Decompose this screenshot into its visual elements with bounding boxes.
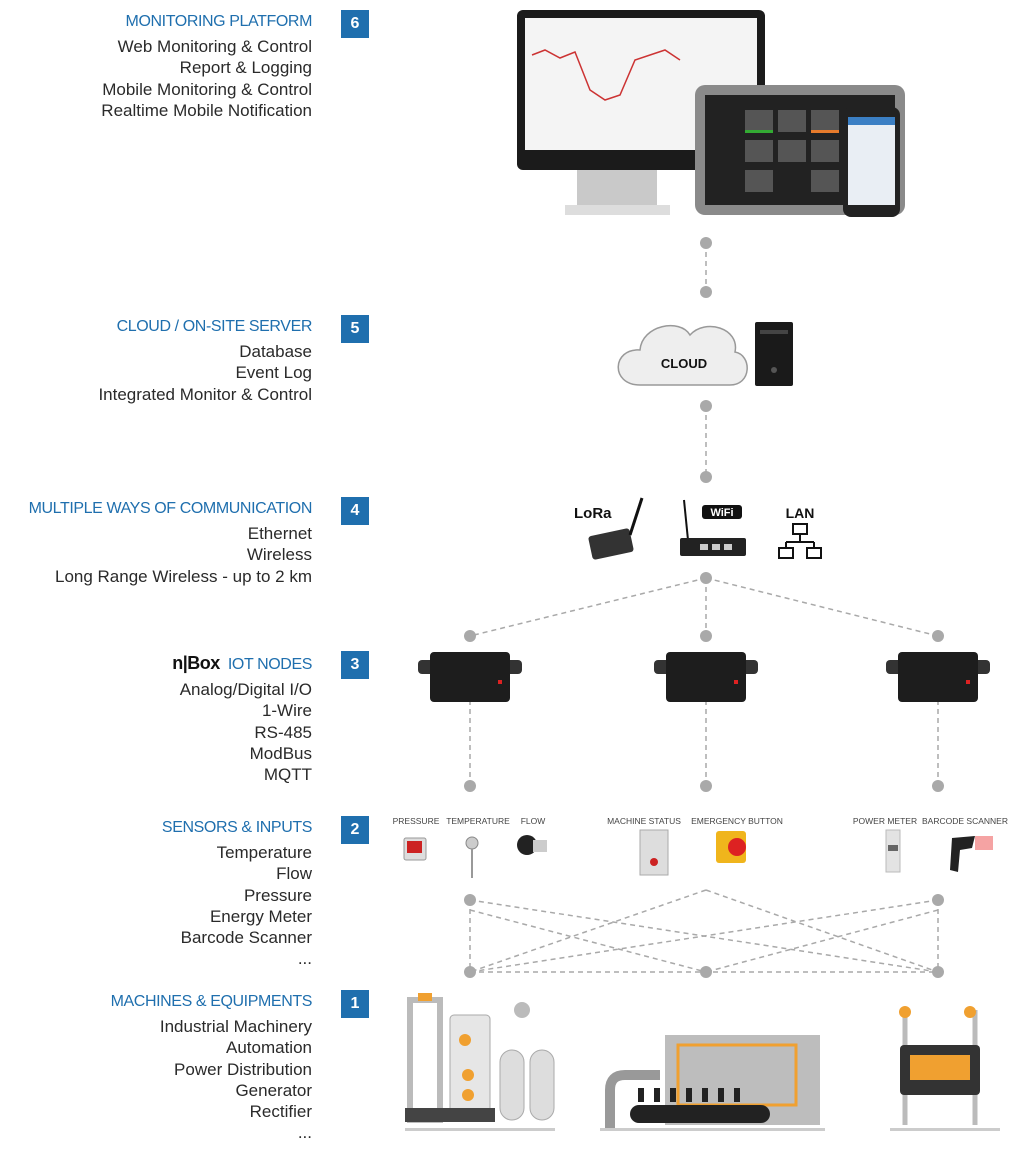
section-title-text: IOT NODES — [227, 656, 313, 673]
section-item: Automation — [226, 1038, 312, 1058]
temperature-sensor-icon — [465, 836, 479, 878]
section-title: n|Box IOT NODES — [172, 649, 312, 679]
section-monitoring-platform: MONITORING PLATFORM Web Monitoring & Con… — [101, 8, 312, 121]
section-item: Temperature — [216, 843, 312, 862]
nbox-logo: n|Box — [172, 653, 220, 673]
section-communication: MULTIPLE WAYS OF COMMUNICATION Ethernet … — [28, 495, 313, 587]
section-item: ... — [297, 1123, 312, 1143]
section-item: Rectifier — [249, 1102, 312, 1122]
flow-sensor-icon — [517, 835, 547, 855]
lan-icon: LAN — [778, 505, 822, 559]
sensor-label-barcode-scanner: BARCODE SCANNER — [922, 816, 1008, 826]
section-item: Event Log — [235, 363, 312, 383]
server-icon — [755, 322, 793, 386]
section-title: SENSORS & INPUTS — [161, 819, 312, 836]
connector-dots — [464, 237, 944, 978]
power-distribution-icon — [890, 1006, 1000, 1131]
sensor-label-emergency-button: EMERGENCY BUTTON — [691, 816, 783, 826]
lora-label: LoRa — [574, 505, 612, 522]
section-item: RS-485 — [254, 722, 312, 742]
lora-gateway-icon: LoRa — [574, 497, 644, 560]
sensor-label-pressure: PRESSURE — [393, 816, 440, 826]
section-sensors: SENSORS & INPUTS Temperature Flow Pressu… — [162, 814, 312, 970]
section-item: ... — [297, 949, 312, 969]
section-item: Flow — [276, 864, 312, 884]
section-item: 1-Wire — [261, 701, 312, 721]
section-item: Mobile Monitoring & Control — [102, 79, 312, 99]
section-title: MONITORING PLATFORM — [125, 13, 313, 30]
section-item: Industrial Machinery — [159, 1017, 312, 1036]
section-item: Barcode Scanner — [180, 928, 312, 948]
section-item: Wireless — [246, 545, 312, 565]
power-meter-icon — [885, 829, 901, 873]
section-title: MACHINES & EQUIPMENTS — [110, 993, 313, 1010]
step-badge: 6 — [341, 10, 369, 38]
sensor-label-machine-status: MACHINE STATUS — [607, 816, 681, 826]
sensor-label-flow: FLOW — [521, 816, 546, 826]
section-title: CLOUD / ON-SITE SERVER — [116, 318, 313, 335]
step-badge: 3 — [341, 651, 369, 679]
lan-label: LAN — [786, 505, 815, 521]
section-item: Pressure — [243, 885, 312, 905]
wifi-router-icon: WiFi — [680, 499, 746, 556]
nbox-node-icon — [886, 652, 990, 702]
sensor-label-temperature: TEMPERATURE — [446, 816, 510, 826]
section-item: Realtime Mobile Notification — [101, 100, 312, 120]
section-item: Analog/Digital I/O — [179, 680, 312, 699]
nbox-node-icon — [654, 652, 758, 702]
section-item: Power Distribution — [174, 1059, 312, 1079]
section-item: Integrated Monitor & Control — [98, 384, 312, 404]
section-item: ModBus — [249, 743, 312, 763]
step-badge: 2 — [341, 816, 369, 844]
section-item: Generator — [235, 1080, 312, 1100]
section-machines: MACHINES & EQUIPMENTS Industrial Machine… — [110, 988, 313, 1144]
emergency-button-icon — [716, 831, 746, 863]
step-badge: 1 — [341, 990, 369, 1018]
nbox-node-icon — [418, 652, 522, 702]
sensor-label-power-meter: POWER METER — [853, 816, 917, 826]
step-badge: 4 — [341, 497, 369, 525]
pressure-sensor-icon — [403, 837, 427, 861]
barcode-scanner-icon — [950, 836, 993, 872]
section-item: Web Monitoring & Control — [117, 37, 312, 56]
section-cloud-server: CLOUD / ON-SITE SERVER Database Event Lo… — [98, 313, 312, 405]
section-item: Energy Meter — [209, 906, 312, 926]
section-title: MULTIPLE WAYS OF COMMUNICATION — [28, 500, 313, 517]
cloud-label: CLOUD — [661, 356, 707, 371]
industrial-machinery-icon — [405, 993, 555, 1131]
machine-status-panel-icon — [639, 829, 669, 876]
wifi-label: WiFi — [710, 507, 733, 519]
section-item: MQTT — [263, 765, 312, 785]
section-item: Long Range Wireless - up to 2 km — [54, 566, 312, 586]
cloud-icon: CLOUD — [617, 324, 748, 386]
section-item: Ethernet — [247, 524, 312, 543]
step-badge: 5 — [341, 315, 369, 343]
smartphone-icon — [843, 107, 900, 217]
section-item: Database — [239, 342, 312, 361]
section-iot-nodes: n|Box IOT NODES Analog/Digital I/O 1-Wir… — [172, 649, 312, 785]
automation-line-icon — [600, 1035, 825, 1131]
section-item: Report & Logging — [179, 58, 312, 78]
